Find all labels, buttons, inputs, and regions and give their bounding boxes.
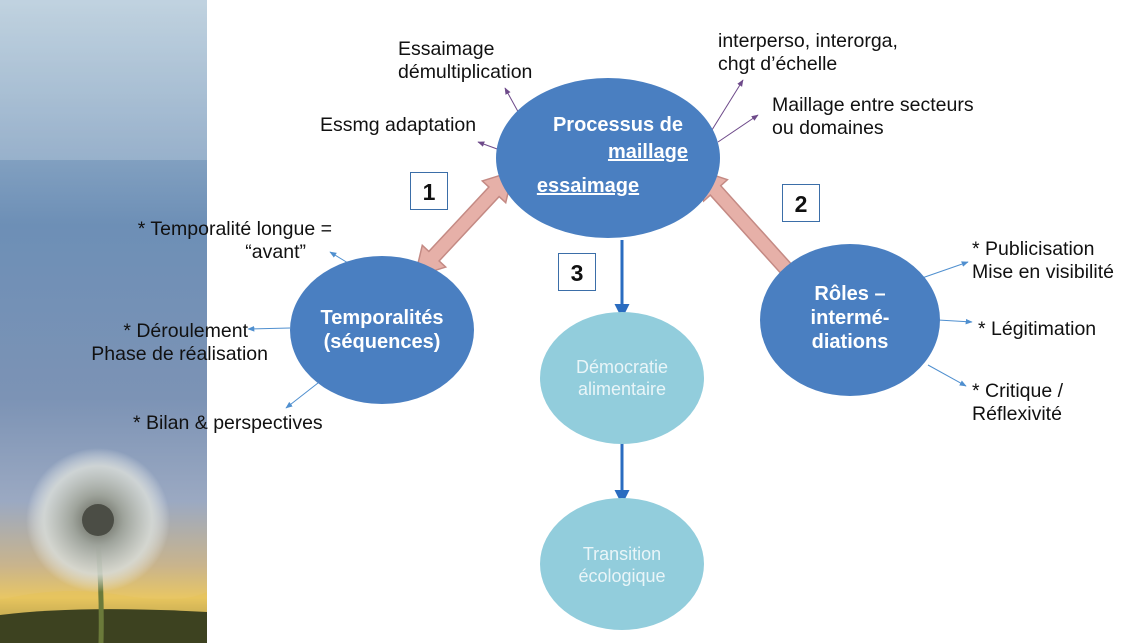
left-thin-arrows [247, 251, 349, 409]
democratie-node [540, 312, 704, 444]
deroulement-line1: * Déroulement [123, 320, 248, 342]
publicisation-line1: * Publicisation [972, 238, 1095, 260]
central-node [496, 78, 720, 238]
dandelion-photo [0, 0, 207, 643]
maillage-secteurs-label: Maillage entre secteurs ou domaines [772, 94, 974, 140]
interperso-line1: interperso, interorga, [718, 30, 898, 52]
interperso-line2: chgt d’échelle [718, 53, 838, 75]
publicisation-label: * Publicisation Mise en visibilité [972, 238, 1114, 284]
central-line1: Processus de [552, 114, 684, 136]
bilan-label: * Bilan & perspectives [133, 412, 323, 434]
maillage-line2: ou domaines [772, 117, 884, 139]
right-thin-arrows [921, 261, 973, 387]
roles-line3: diations [811, 331, 889, 353]
double-arrow-left [413, 170, 515, 278]
democratie-line1: Démocratie [575, 357, 669, 377]
roles-node [760, 244, 940, 396]
critique-label: * Critique / Réflexivité [972, 380, 1063, 426]
essmg-adaptation-label: Essmg adaptation [320, 114, 477, 136]
legitimation-label: * Légitimation [978, 318, 1097, 340]
transition-node [540, 498, 704, 630]
critique-line1: * Critique / [972, 380, 1064, 402]
deroulement-line2: Phase de réalisation [91, 343, 268, 365]
essaimage-label: Essaimage démultiplication [398, 38, 532, 84]
roles-line1: Rôles – [814, 283, 886, 305]
transition-node-label: Transition écologique [542, 543, 702, 587]
temporalite-line2: “avant” [245, 241, 306, 263]
temporalite-line1: * Temporalité longue = [137, 218, 332, 240]
democratie-node-label: Démocratie alimentaire [542, 356, 702, 400]
roles-line2: intermé- [810, 307, 890, 329]
roles-node-label: Rôles – intermé- diations [770, 282, 930, 354]
central-node-label: Processus de maillage essaimage [498, 113, 718, 198]
step-3-box: 3 [558, 253, 596, 291]
central-line3: essaimage [536, 175, 640, 197]
interperso-label: interperso, interorga, chgt d’échelle [718, 30, 898, 76]
deroulement-label: * Déroulement Phase de réalisation [90, 320, 268, 366]
transition-line2: écologique [578, 566, 666, 586]
essaimage-line1: Essaimage [398, 38, 495, 60]
central-line2: maillage [607, 141, 689, 163]
temporalites-node-label: Temporalités (séquences) [300, 306, 464, 354]
publicisation-line2: Mise en visibilité [972, 261, 1114, 283]
temporalites-line1: Temporalités [320, 307, 444, 329]
democratie-line2: alimentaire [577, 379, 667, 399]
essaimage-line2: démultiplication [398, 61, 533, 83]
critique-line2: Réflexivité [972, 403, 1062, 425]
transition-line1: Transition [582, 544, 662, 564]
temporalites-line2: (séquences) [323, 331, 441, 353]
temporalites-node [290, 256, 474, 404]
step-2-box: 2 [782, 184, 820, 222]
maillage-line1: Maillage entre secteurs [772, 94, 974, 116]
step-1-box: 1 [410, 172, 448, 210]
temporalite-longue-label: * Temporalité longue = “avant” [70, 218, 332, 264]
